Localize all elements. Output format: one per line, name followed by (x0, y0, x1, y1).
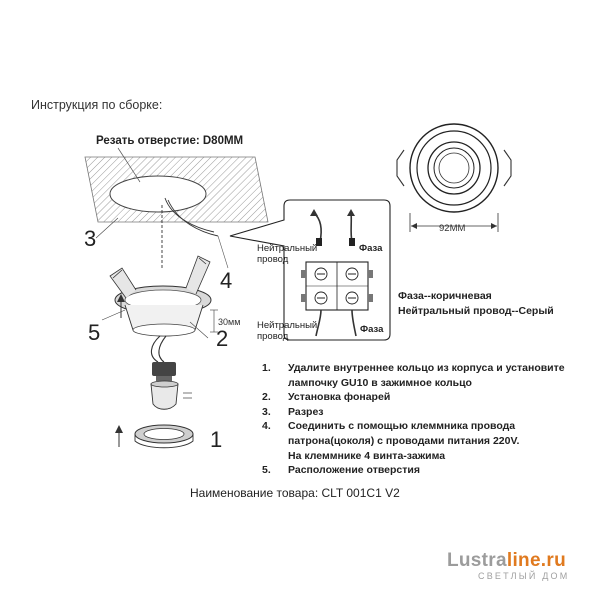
step-number-1: 1 (210, 427, 223, 452)
step-number-5: 5 (88, 320, 101, 345)
logo-part-1: Lustra (447, 550, 507, 571)
top-wire-tips (310, 209, 355, 246)
downlight-housing (109, 255, 212, 337)
bottom-wires (315, 309, 357, 337)
instruction-item: 5. Расположение отверстия (262, 464, 420, 477)
lamp-assembly (150, 335, 192, 410)
step-number-2: 2 (216, 326, 229, 351)
step-number-3: 3 (84, 226, 97, 251)
instruction-list: 1. Удалите внутреннее кольцо из корпуса … (262, 361, 565, 478)
legend-phase: Фаза--коричневая (398, 290, 492, 302)
height-dimension (210, 309, 218, 333)
diameter-dimension (409, 213, 499, 232)
fixture-top-view (396, 123, 512, 213)
leader-lines (95, 217, 209, 339)
ceiling-slab (84, 147, 269, 223)
install-arrow-icon (117, 294, 125, 318)
logo-part-2: line.ru (506, 550, 566, 571)
up-arrow-icon (115, 425, 123, 447)
supply-wires (161, 197, 229, 269)
logo-tagline: СВЕТЛЫЙ ДОМ (478, 571, 570, 581)
height-label: 30мм (218, 317, 241, 327)
terminal-block (301, 261, 373, 311)
inner-ring (134, 424, 194, 449)
step-number-4: 4 (220, 268, 233, 293)
site-logo[interactable]: Lustraline.ru (447, 550, 566, 572)
instruction-item: 2. Установка фонарей (262, 391, 391, 404)
legend-neutral: Нейтральный провод--Серый (398, 305, 554, 317)
instruction-item: 3. Разрез (262, 405, 324, 418)
instruction-item: 1. Удалите внутреннее кольцо из корпуса … (262, 362, 565, 389)
instruction-item: 4. Соединить с помощью клеммника провода… (262, 420, 520, 462)
product-name: Наименование товара: CLT 001C1 V2 (190, 486, 400, 500)
cut-hole-label: Резать отверстие: D80MM (96, 135, 244, 147)
phase-wire-label-bottom: Фаза (360, 324, 384, 335)
instruction-heading: Инструкция по сборке: (31, 98, 163, 112)
phase-wire-label-top: Фаза (359, 243, 383, 254)
diameter-label: 92MM (439, 223, 466, 234)
